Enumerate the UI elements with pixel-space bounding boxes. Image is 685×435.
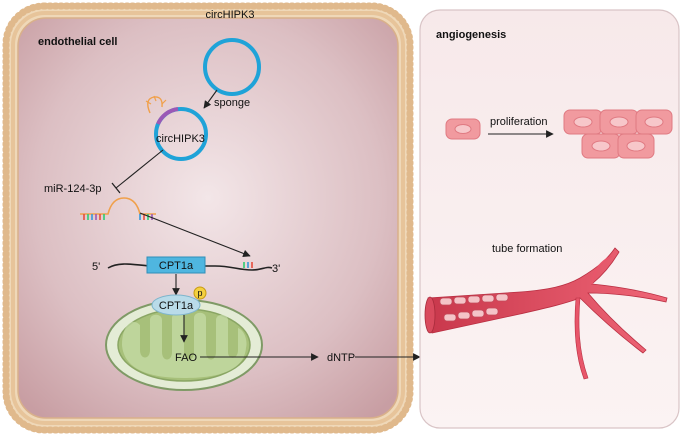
mrna-3prime: 3' [272,263,280,275]
circhipk3-bound-ring [154,107,208,161]
mrna-5prime: 5' [92,261,100,273]
circhipk3-free-ring [203,38,261,96]
angiogenesis-panel [419,9,680,429]
tube-formation-label: tube formation [492,243,562,255]
sponge-arrow [203,89,218,109]
mirna-binding-arrow [139,212,251,258]
circhipk3-bound-label: circHIPK3 [156,133,205,145]
mirna-label: miR-124-3p [44,183,101,195]
phospho-badge [193,286,207,300]
blood-vessel [424,247,668,380]
cpt1a-protein [151,294,201,316]
bound-mirna-hairpin [145,95,167,114]
mitochondrion [105,299,263,391]
sponge-label: sponge [214,97,250,109]
phospho-label: p [197,288,202,298]
proliferation-label: proliferation [490,116,547,128]
mrna-strand [107,263,273,271]
inhibition-bar [111,182,121,194]
mrna-binding-site [243,262,253,268]
inhibition-line [115,149,164,189]
single-endothelial-cell [445,118,481,140]
circhipk3-free-label: circHIPK3 [206,9,255,21]
angiogenesis-title: angiogenesis [436,29,506,41]
cpt1a-gene-box [146,256,206,274]
cpt1a-gene-label: CPT1a [159,260,194,272]
mitochondrion-cristae [122,312,247,378]
cpt1a-protein-label: CPT1a [159,300,194,312]
vessel-wall-cells [439,293,509,322]
proliferated-cell-cluster [563,109,673,159]
mirna-bound-segment [156,107,179,125]
fao-label: FAO [175,352,197,364]
dntp-label: dNTP [327,352,355,364]
cell-membrane [2,2,414,434]
cell-title: endothelial cell [38,36,117,48]
